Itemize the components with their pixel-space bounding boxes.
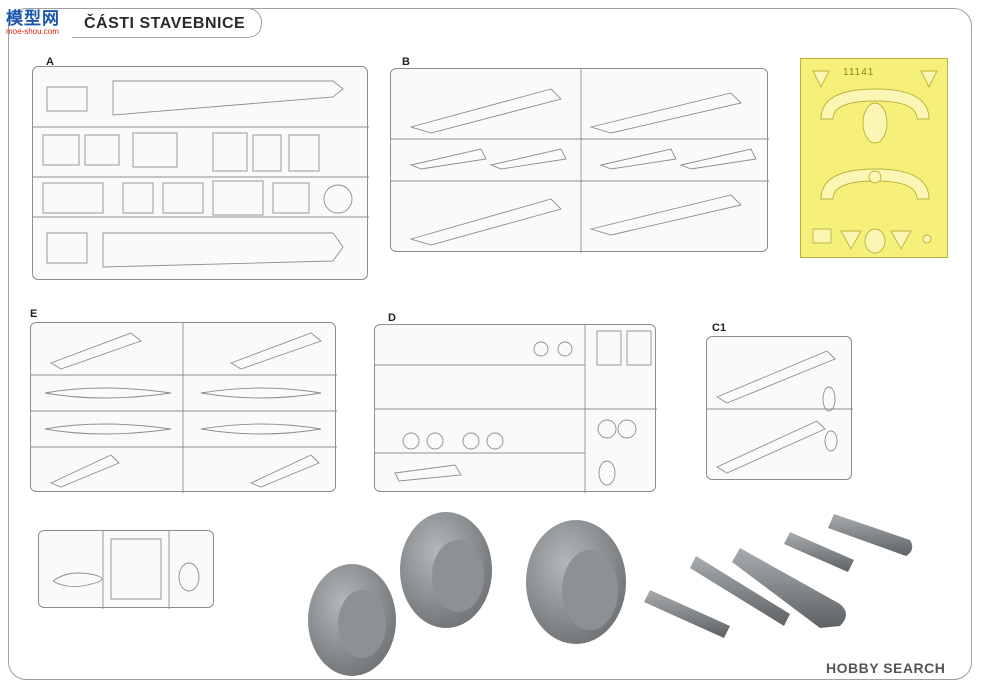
resin-parts-drawing: [308, 512, 913, 676]
sprue-f: [38, 530, 214, 609]
sprue-a-drawing: [33, 80, 369, 268]
title-box: [72, 8, 262, 38]
sprue-label-e: E: [30, 308, 38, 320]
page-frame: [8, 8, 972, 680]
watermark: HOBBY SEARCH: [826, 660, 946, 676]
sprue-f-drawing: [52, 531, 200, 609]
sprue-label-d: D: [388, 312, 396, 324]
sprue-label-b: B: [402, 56, 410, 68]
sprue-label-c1: C1: [712, 322, 727, 334]
logo-url: moe-shou.com: [6, 27, 59, 36]
site-logo: 模型网 moe-shou.com: [6, 4, 70, 40]
sprue-b: [390, 68, 769, 253]
sprue-e-drawing: [31, 323, 337, 493]
canopy-mask-sheet: 11141: [800, 58, 948, 258]
mask-drawing: [812, 70, 938, 254]
sprue-c1-drawing: [707, 350, 853, 474]
logo-text: 模型网: [6, 9, 60, 29]
sprue-label-a: A: [46, 56, 54, 68]
sprue-a: [32, 66, 369, 280]
sprue-b-drawing: [391, 69, 769, 253]
sprue-c1: [706, 336, 853, 480]
sprue-d-drawing: [375, 325, 657, 493]
mask-code: 11141: [843, 67, 875, 78]
gun-barrel-group: [644, 514, 913, 638]
resin-parts-photo: [300, 510, 920, 680]
sprue-e: [30, 322, 337, 493]
wheel-group: [308, 512, 626, 676]
page-title: ČÁSTI STAVEBNICE: [84, 15, 246, 32]
sprue-d: [374, 324, 657, 493]
